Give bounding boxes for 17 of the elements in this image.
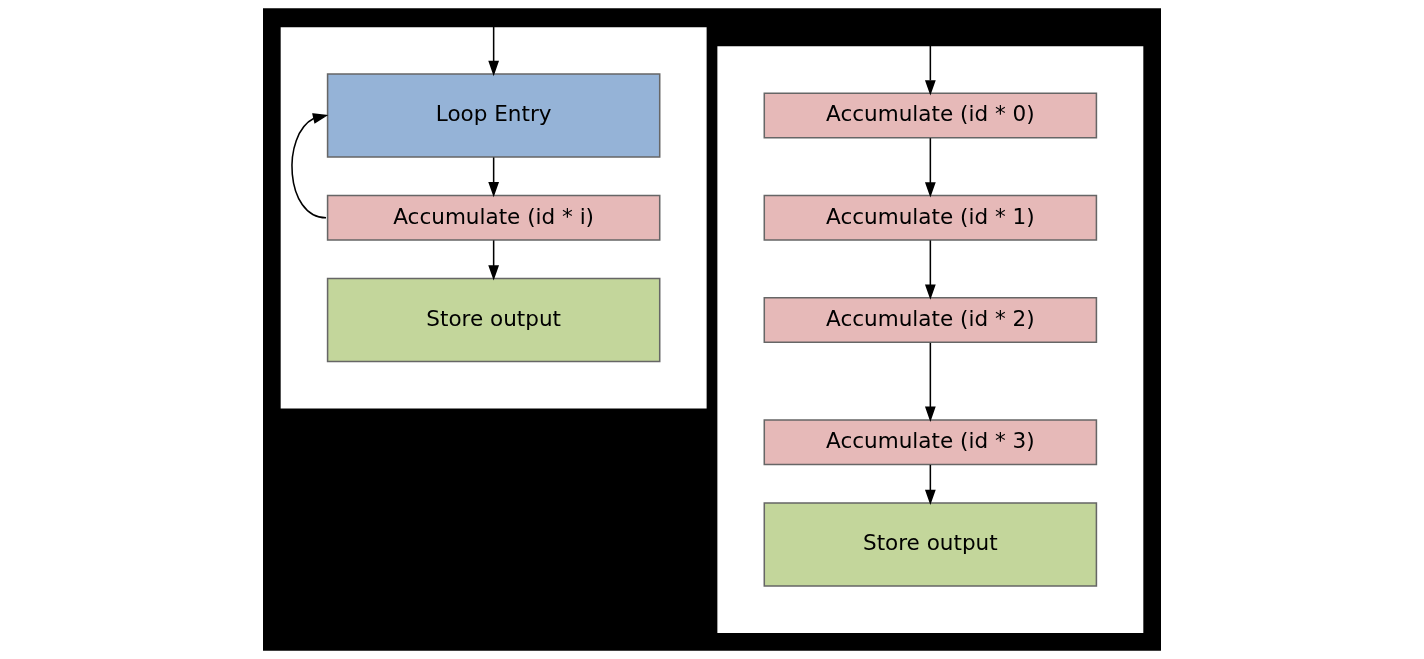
node-box: Accumulate (id * 2): [763, 297, 1098, 344]
arrow: [924, 239, 936, 300]
node-box: Accumulate (id * 3): [763, 419, 1098, 466]
arrow: [488, 156, 500, 198]
arrow: [924, 137, 936, 198]
arrow: [924, 464, 936, 506]
node-box: Accumulate (id * 1): [763, 194, 1098, 241]
node-box: Store output: [326, 277, 661, 363]
arrow: [488, 239, 500, 281]
node-box: Accumulate (id * i): [326, 194, 661, 241]
arrow: [924, 342, 936, 422]
node-box: Accumulate (id * 0): [763, 92, 1098, 139]
node-box: Loop Entry: [326, 73, 661, 158]
node-box: Store output: [763, 502, 1098, 587]
arrow: [291, 113, 329, 219]
cluster: [717, 46, 1144, 633]
cluster: [280, 27, 707, 409]
